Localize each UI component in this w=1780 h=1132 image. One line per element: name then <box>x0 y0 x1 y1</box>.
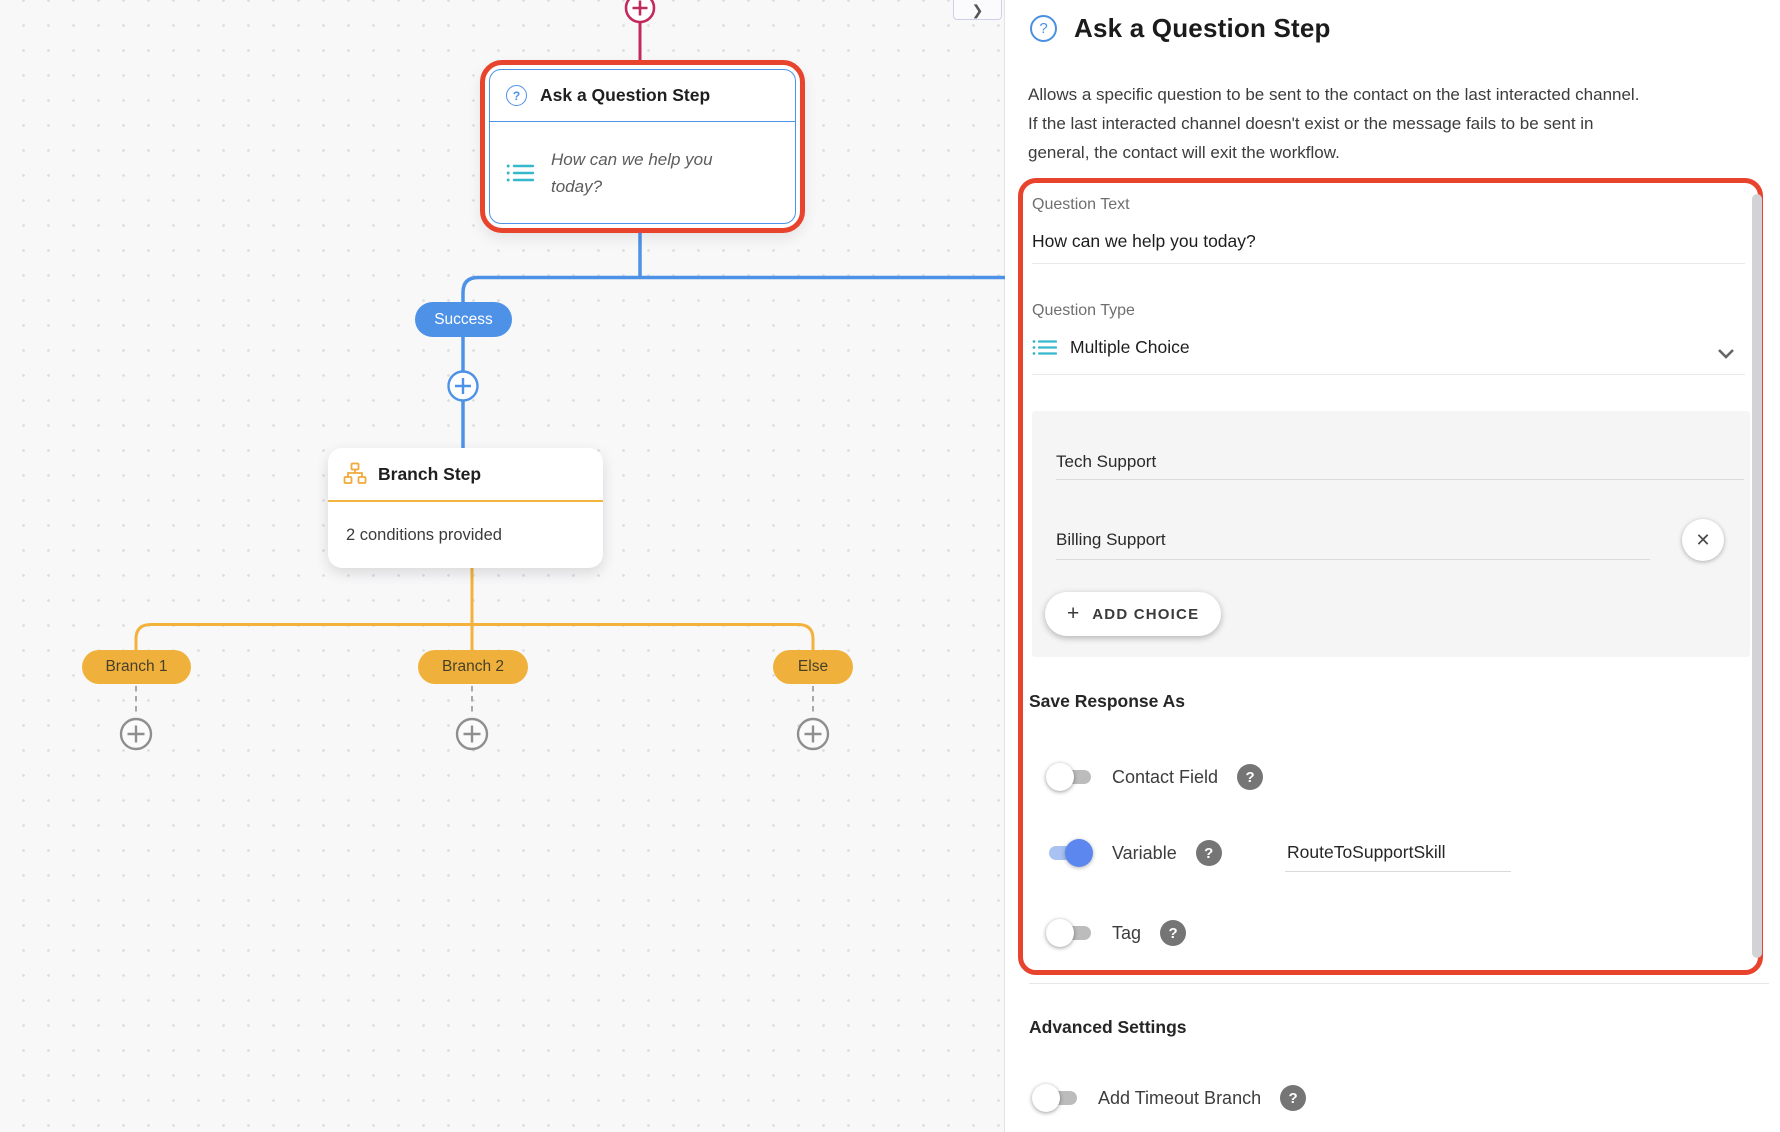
add-timeout-branch-row: Add Timeout Branch ? <box>1032 1084 1307 1112</box>
multiple-choice-list-icon <box>1032 340 1057 355</box>
help-icon[interactable]: ? <box>1237 764 1264 790</box>
variable-underline <box>1285 871 1511 872</box>
question-type-label: Question Type <box>1032 302 1135 319</box>
question-type-value: Multiple Choice <box>1070 337 1190 357</box>
toggle-label: Tag <box>1112 922 1142 943</box>
branch-label-1: Branch 1 <box>82 650 191 684</box>
step-settings-panel: ? Ask a Question Step Allows a specific … <box>1006 0 1780 1132</box>
step-description: Allows a specific question to be sent to… <box>1028 85 1640 162</box>
branch-stub-dashed-lines <box>135 686 814 716</box>
plus-icon: + <box>1067 602 1080 625</box>
save-response-heading: Save Response As <box>1029 691 1185 711</box>
tag-row: Tag ? <box>1046 919 1187 947</box>
question-type-select[interactable]: Multiple Choice <box>1032 337 1190 358</box>
tag-toggle[interactable] <box>1046 919 1093 947</box>
collapse-panel-button[interactable]: ❯ <box>953 0 1002 20</box>
workflow-canvas[interactable]: ❯ ? Ask a Question Step How can we hel <box>0 0 1005 1132</box>
variable-toggle[interactable] <box>1046 839 1093 867</box>
branch-step-node[interactable]: Branch Step 2 conditions provided <box>328 448 603 568</box>
choice-underline <box>1056 479 1744 480</box>
add-step-success-icon[interactable] <box>447 370 479 402</box>
choice-underline <box>1056 559 1650 560</box>
variable-row: Variable ? <box>1046 839 1222 867</box>
choice-input-2[interactable]: Billing Support <box>1056 530 1166 549</box>
connector-layer <box>119 0 1005 751</box>
ask-question-node[interactable]: ? Ask a Question Step How can we help yo… <box>480 60 805 233</box>
add-step-branch2-icon[interactable] <box>455 717 489 751</box>
success-branch-label: Success <box>415 302 512 337</box>
help-icon[interactable]: ? <box>1160 920 1187 946</box>
question-circle-icon: ? <box>506 85 527 106</box>
panel-scrollbar[interactable] <box>1752 194 1762 958</box>
help-icon[interactable]: ? <box>1280 1085 1307 1111</box>
step-help-icon[interactable]: ? <box>1030 15 1057 42</box>
branch-conditions-summary: 2 conditions provided <box>346 525 502 544</box>
add-timeout-branch-toggle[interactable] <box>1032 1084 1079 1112</box>
choice-input-1[interactable]: Tech Support <box>1056 452 1157 471</box>
question-text-input[interactable]: How can we help you today? <box>1032 231 1256 251</box>
toggle-label: Contact Field <box>1112 766 1219 787</box>
add-step-branch1-icon[interactable] <box>119 717 153 751</box>
select-underline <box>1032 374 1745 375</box>
branch-label-else: Else <box>773 650 853 684</box>
section-divider <box>1029 983 1769 984</box>
variable-name-input[interactable]: RouteToSupportSkill <box>1287 842 1446 862</box>
help-icon[interactable]: ? <box>1195 840 1222 866</box>
branch-label-2: Branch 2 <box>418 650 528 684</box>
advanced-settings-heading: Advanced Settings <box>1029 1017 1187 1037</box>
input-underline <box>1032 263 1745 264</box>
sitemap-icon <box>343 462 367 484</box>
chevron-down-icon[interactable] <box>1714 341 1738 365</box>
contact-field-row: Contact Field ? <box>1046 763 1264 791</box>
contact-field-toggle[interactable] <box>1046 763 1093 791</box>
branch-connector-horizontal <box>134 623 815 652</box>
node-title: Ask a Question Step <box>540 85 711 105</box>
node-question-preview: How can we help you today? <box>551 149 713 196</box>
question-text-label: Question Text <box>1032 196 1130 213</box>
success-connector-horizontal <box>461 275 1005 303</box>
add-step-else-icon[interactable] <box>796 717 830 751</box>
multiple-choice-list-icon <box>506 164 535 181</box>
toggle-label: Add Timeout Branch <box>1098 1087 1262 1108</box>
panel-title: Ask a Question Step <box>1074 13 1331 43</box>
add-choice-button[interactable]: + ADD CHOICE <box>1045 592 1222 636</box>
node-title: Branch Step <box>378 463 482 484</box>
close-icon: ✕ <box>1695 529 1711 550</box>
add-step-above-icon[interactable] <box>624 0 656 24</box>
toggle-label: Variable <box>1112 842 1177 863</box>
remove-choice-button[interactable]: ✕ <box>1682 519 1724 561</box>
